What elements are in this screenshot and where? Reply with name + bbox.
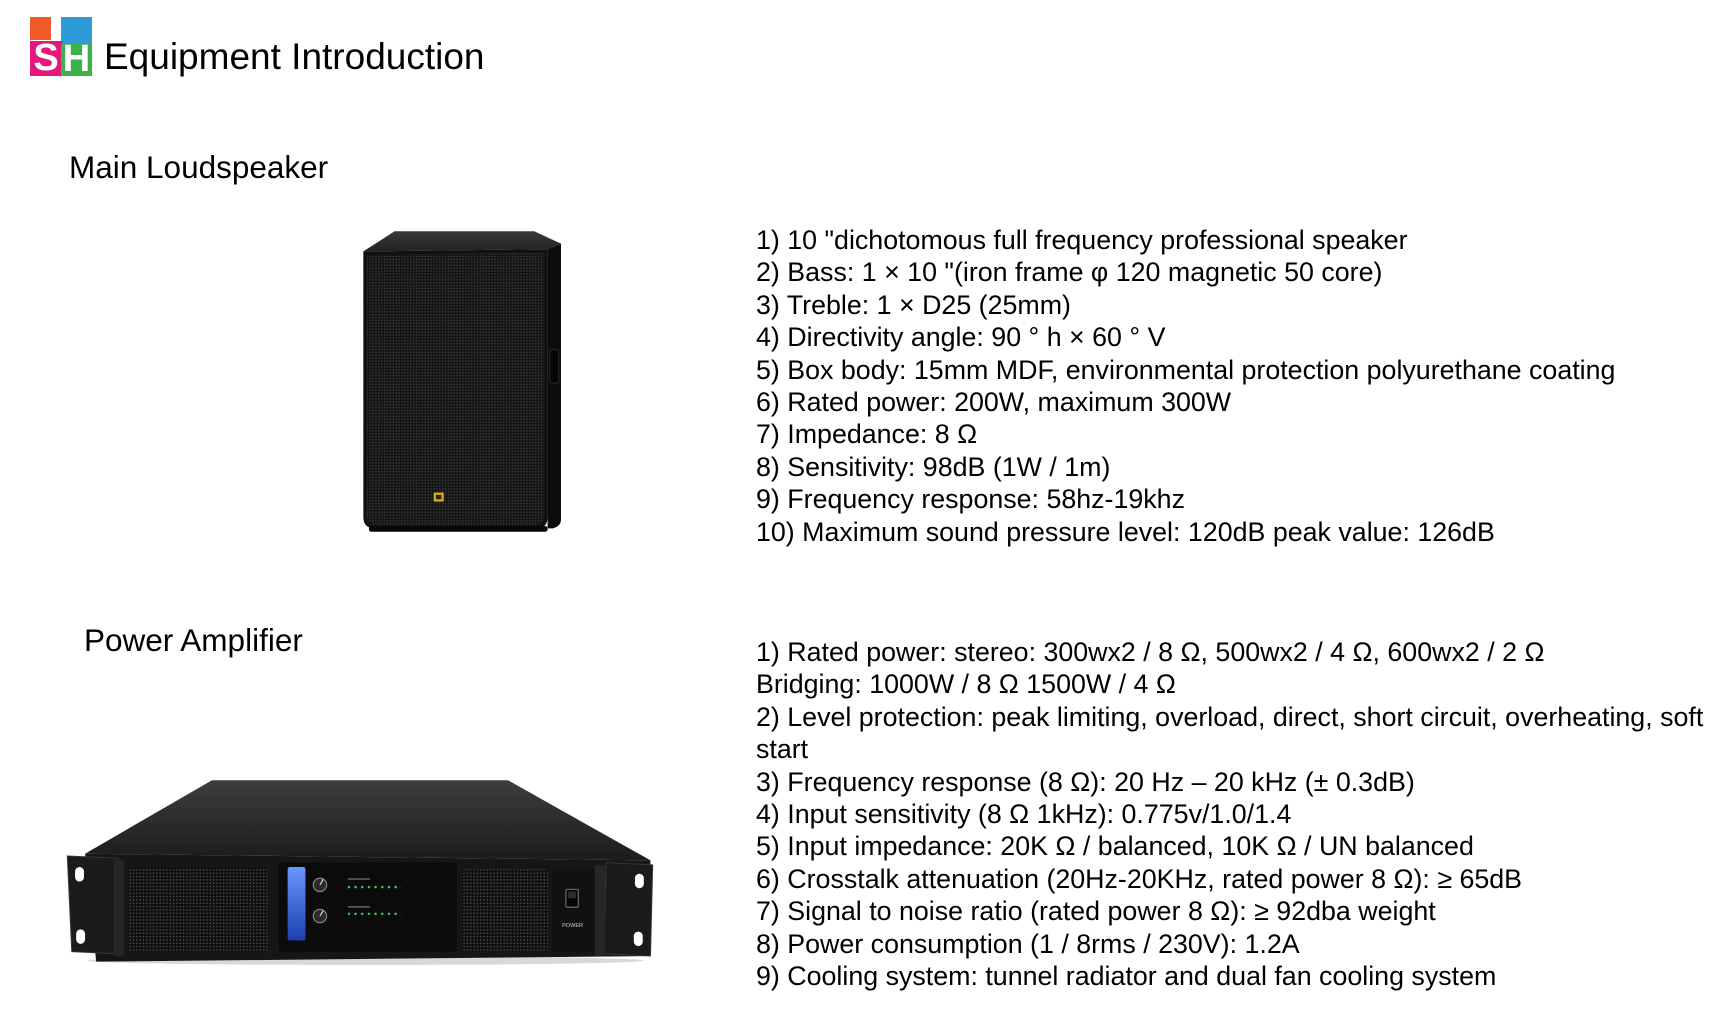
page-title: Equipment Introduction	[104, 36, 485, 77]
spec-line: 1) 10 "dichotomous full frequency profes…	[756, 225, 1408, 255]
logo-block-top-right	[61, 17, 92, 44]
speaker-handle	[549, 349, 560, 384]
spec-line: 5) Box body: 15mm MDF, environmental pro…	[756, 354, 1616, 385]
speaker-grille	[366, 252, 545, 525]
sh-logo: S H	[30, 17, 92, 80]
amplifier-image: POWER	[65, 778, 655, 965]
power-switch-rocker	[568, 891, 576, 899]
logo-letter-h: H	[62, 38, 91, 80]
spec-line: 6) Crosstalk attenuation (20Hz-20KHz, ra…	[756, 863, 1523, 894]
power-label: POWER	[562, 923, 583, 929]
panel-marking	[347, 906, 371, 908]
spec-line: 8) Sensitivity: 98dB (1W / 1m)	[756, 451, 1111, 482]
rack-slot	[76, 929, 86, 944]
rack-slot	[633, 931, 643, 947]
speaker-top-face	[363, 231, 561, 252]
logo-letter-s: S	[33, 37, 59, 79]
logo-block-top-left	[30, 17, 51, 40]
spec-line: 1) Rated power: stereo: 300wx2 / 8 Ω, 50…	[756, 637, 1545, 667]
spec-line: Bridging: 1000W / 8 Ω 1500W / 4 Ω	[756, 669, 1176, 700]
level-meter-row	[347, 912, 402, 918]
knob-indicator	[319, 910, 324, 917]
speaker-side-face	[547, 243, 561, 529]
amplifier-rack-ear-right	[603, 862, 654, 957]
knob-icon	[312, 908, 328, 924]
amplifier-handle-right	[594, 864, 605, 957]
amplifier-switch-panel	[552, 869, 595, 952]
amplifier-grille-right	[461, 869, 549, 952]
spec-line: 10) Maximum sound pressure level: 120dB …	[756, 516, 1495, 547]
spec-line: 4) Directivity angle: 90 ° h × 60 ° V	[756, 322, 1166, 353]
speaker-image	[360, 229, 561, 534]
amplifier-blue-strip	[287, 867, 306, 941]
spec-line: 9) Frequency response: 58hz-19khz	[756, 484, 1185, 515]
spec-line: 3) Treble: 1 × D25 (25mm)	[756, 289, 1071, 320]
spec-line: 7) Signal to noise ratio (rated power 8 …	[756, 896, 1436, 927]
amplifier-grille-left	[128, 867, 269, 952]
spec-line: 7) Impedance: 8 Ω	[756, 419, 978, 450]
spec-line: 3) Frequency response (8 Ω): 20 Hz – 20 …	[756, 766, 1415, 797]
rack-slot	[75, 867, 84, 882]
knob-indicator	[319, 879, 324, 886]
spec-line: 4) Input sensitivity (8 Ω 1kHz): 0.775v/…	[756, 799, 1292, 830]
amplifier-top-panel	[85, 780, 651, 861]
speaker-base	[368, 526, 548, 532]
loudspeaker-spec-list: 1) 10 "dichotomous full frequency profes…	[756, 224, 1721, 548]
rack-slot	[634, 873, 644, 889]
logo-block-bottom-right	[61, 44, 92, 76]
section-heading-loudspeaker: Main Loudspeaker	[69, 149, 329, 185]
logo-block-bottom-left	[30, 41, 62, 76]
amplifier-spec-list: 1) Rated power: stereo: 300wx2 / 8 Ω, 50…	[756, 636, 1721, 992]
level-meter-row	[347, 884, 402, 890]
spec-line: 5) Input impedance: 20K Ω / balanced, 10…	[756, 831, 1474, 862]
spec-line: 6) Rated power: 200W, maximum 300W	[756, 387, 1232, 418]
amplifier-handle-left	[114, 860, 125, 957]
spec-line: 8) Power consumption (1 / 8rms / 230V): …	[756, 928, 1300, 959]
spec-line: 2) Level protection: peak limiting, over…	[756, 701, 1704, 765]
speaker-illustration	[363, 231, 561, 532]
knob-icon	[312, 877, 328, 893]
section-heading-amplifier: Power Amplifier	[84, 622, 303, 658]
spec-line: 9) Cooling system: tunnel radiator and d…	[756, 961, 1497, 992]
spec-line: 2) Bass: 1 × 10 "(iron frame φ 120 magne…	[756, 257, 1383, 288]
panel-marking	[347, 878, 371, 880]
speaker-badge-mark	[435, 494, 442, 500]
amplifier-illustration: POWER	[66, 780, 654, 965]
